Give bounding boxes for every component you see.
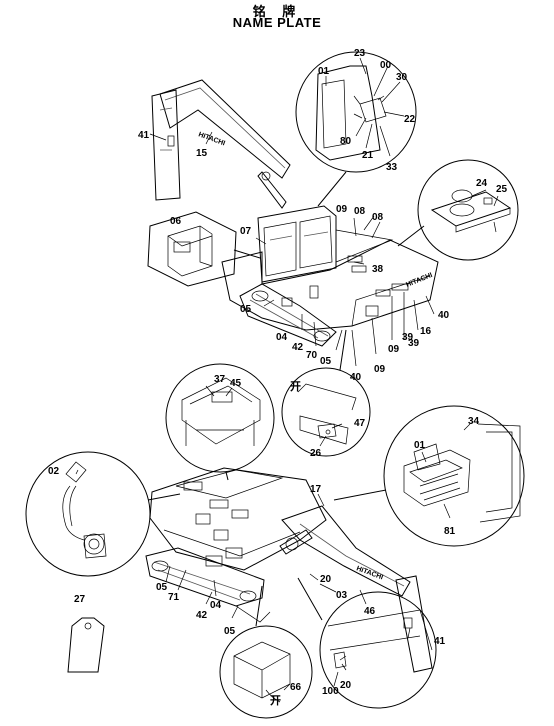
part-label: 01 xyxy=(318,66,330,77)
part-label: 04 xyxy=(210,600,222,611)
part-label: 09 xyxy=(388,344,400,355)
title-chinese: 铭 牌 xyxy=(252,5,302,20)
part-label: 38 xyxy=(372,264,384,275)
part-label: 05 xyxy=(240,304,252,315)
part-label: 30 xyxy=(396,72,408,83)
part-label: 45 xyxy=(230,378,242,389)
part-label: 39 xyxy=(408,338,420,349)
part-label: 40 xyxy=(350,372,362,383)
cab-door-detail-callout xyxy=(295,51,417,207)
part-label: 71 xyxy=(168,592,180,603)
part-label: 80 xyxy=(340,136,352,147)
part-label: 26 xyxy=(310,448,322,459)
part-label: 22 xyxy=(404,114,416,125)
part-label: 03 xyxy=(336,590,348,601)
cab-interior-detail-callout xyxy=(333,405,525,547)
battery-detail-callout xyxy=(147,211,261,287)
part-label: 23 xyxy=(354,48,366,59)
panel-detail-callout xyxy=(165,363,275,481)
part-label: 08 xyxy=(354,206,366,217)
part-label: 15 xyxy=(196,148,208,159)
part-label: 33 xyxy=(386,162,398,173)
part-label: 100 xyxy=(322,686,339,697)
tag-27-illustration xyxy=(67,617,105,673)
part-label: 47 xyxy=(354,418,366,429)
part-label: 00 xyxy=(380,60,392,71)
part-label: 09 xyxy=(374,364,386,375)
boom-brand-plate: HITACHI xyxy=(197,131,226,147)
part-label: 07 xyxy=(240,226,252,237)
part-label: 34 xyxy=(468,416,480,427)
part-label: 41 xyxy=(138,130,150,141)
part-label: 27 xyxy=(74,594,86,605)
part-label: 42 xyxy=(196,610,208,621)
part-label: 46 xyxy=(364,606,376,617)
part-label: 20 xyxy=(320,574,332,585)
part-label: 01 xyxy=(414,440,426,451)
title-english: NAME PLATE xyxy=(232,15,322,30)
part-label: 41 xyxy=(434,636,446,647)
part-label: 06 xyxy=(170,216,182,227)
part-label: 09 xyxy=(336,204,348,215)
floor-detail-callout xyxy=(219,585,313,719)
part-label: 70 xyxy=(306,350,318,361)
lid-detail-callout xyxy=(281,329,371,457)
part-label: 81 xyxy=(444,526,456,537)
part-label: 05 xyxy=(320,356,332,367)
part-label: 05 xyxy=(156,582,168,593)
part-label: 37 xyxy=(214,374,226,385)
part-label: 66 xyxy=(290,682,302,693)
part-label: 17 xyxy=(310,484,322,495)
part-label: 08 xyxy=(372,212,384,223)
plate-screw-detail-callout xyxy=(297,577,437,709)
part-label: 24 xyxy=(476,178,488,189)
part-label: 16 xyxy=(420,326,432,337)
part-label: 40 xyxy=(438,310,450,321)
part-label: 04 xyxy=(276,332,288,343)
part-label: 05 xyxy=(224,626,236,637)
open-label-lower: 开 xyxy=(270,694,281,707)
leader-lines xyxy=(75,57,499,691)
part-label: 39 xyxy=(402,332,414,343)
part-label: 21 xyxy=(362,150,374,161)
lower-excavator-illustration: HITACHI xyxy=(145,467,433,673)
part-label: 02 xyxy=(48,466,60,477)
upper-excavator-illustration: HITACHI HITACHI xyxy=(151,79,439,347)
sensor-detail-callout xyxy=(25,451,181,577)
part-label: 42 xyxy=(292,342,304,353)
counterweight-brand-plate: HITACHI xyxy=(405,272,434,289)
open-label-upper: 开 xyxy=(290,380,301,393)
part-label: 25 xyxy=(496,184,508,195)
part-labels: 23 01 00 30 22 80 21 33 41 15 06 07 09 08 08 38 24 25 05 04… xyxy=(48,48,508,697)
ac-unit-detail-callout xyxy=(397,159,519,261)
part-label: 20 xyxy=(340,680,352,691)
